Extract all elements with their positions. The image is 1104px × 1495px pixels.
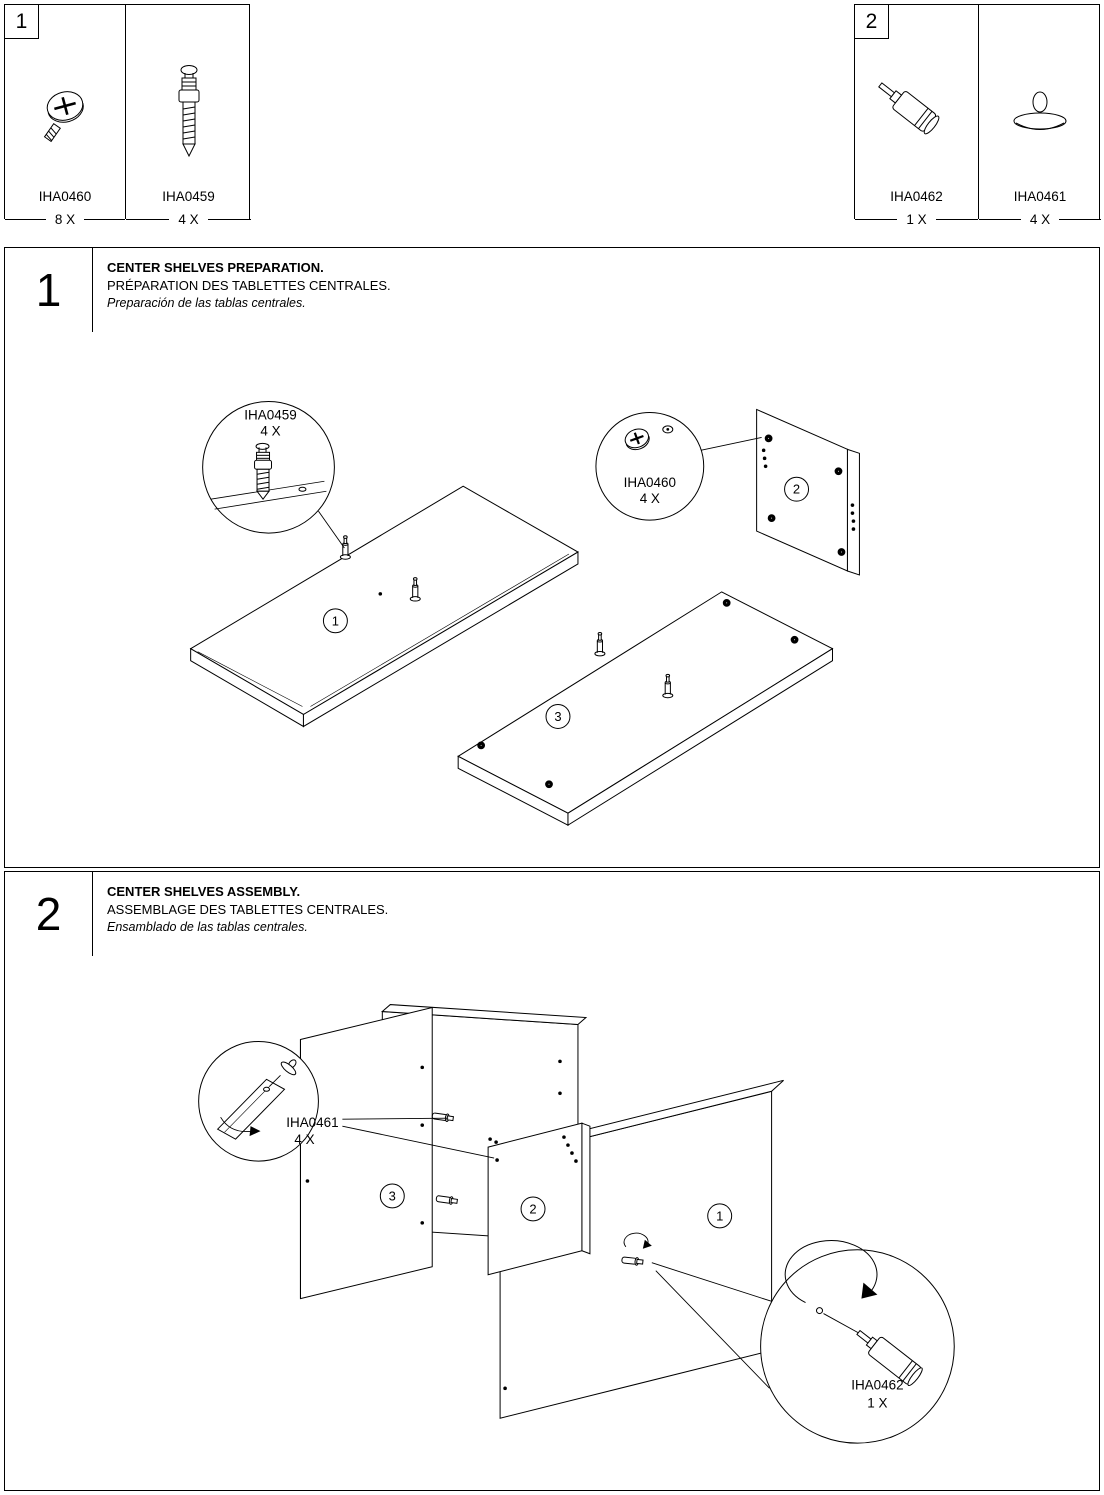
cam-knob-enlarged [280, 1059, 297, 1076]
cam-pin-on-panel-1 [621, 1232, 652, 1267]
hardware-id: IHA0462 [890, 189, 943, 204]
callout-id: IHA0461 [286, 1115, 338, 1130]
cam-lock-screw-icon [43, 91, 84, 143]
step-1-title-french: PRÉPARATION DES TABLETTES CENTRALES. [107, 278, 391, 294]
part-label-3 [545, 704, 571, 729]
side-panel-3 [299, 1006, 433, 1300]
step-2-diagram: IHA0461 4 X IHA0462 1 X 1 2 3 [198, 1004, 955, 1444]
metal-pin-icon [877, 82, 939, 135]
hardware-box-2: 2 IHA0462 [854, 4, 1101, 227]
part-label-3 [379, 1183, 405, 1209]
hardware-qty: 4 X [126, 211, 251, 227]
hardware-box-2-divider [978, 5, 979, 219]
callout-iha0462 [760, 1240, 955, 1444]
cam-lock [764, 434, 773, 443]
part-number: 3 [554, 709, 561, 724]
step-1-number: 1 [5, 248, 93, 332]
hardware-id: IHA0459 [162, 189, 215, 204]
cam-lock [722, 598, 731, 607]
hardware-id: IHA0461 [1013, 189, 1067, 204]
callout-qty: 1 X [867, 1395, 887, 1410]
step-2-title-english: CENTER SHELVES ASSEMBLY. [107, 884, 301, 899]
hardware-qty: 1 X [855, 211, 978, 227]
hardware-qty: 4 X [979, 211, 1101, 227]
cam-lock [837, 548, 846, 556]
hardware-item-iha0459: IHA0459 [126, 39, 251, 219]
hardware-id: IHA0460 [38, 189, 92, 204]
hardware-item-iha0461: IHA0461 [979, 39, 1101, 219]
callout-id: IHA0462 [851, 1377, 903, 1392]
cam-lock [790, 635, 799, 644]
hardware-box-1: 1 [4, 4, 251, 227]
step-1-panel: 1 CENTER SHELVES PREPARATION. PRÉPARATIO… [4, 247, 1100, 868]
step-2-panel: 2 CENTER SHELVES ASSEMBLY. ASSEMBLAGE DE… [4, 871, 1100, 1491]
part-label-2 [520, 1196, 546, 1222]
part-label-1 [707, 1203, 733, 1229]
step-2-title-french: ASSEMBLAGE DES TABLETTES CENTRALES. [107, 902, 389, 918]
step-1-titles: CENTER SHELVES PREPARATION. PRÉPARATION … [107, 259, 391, 313]
part-number: 1 [332, 613, 339, 628]
part-label-1 [322, 608, 348, 634]
callout-iha0461 [198, 1040, 495, 1162]
step-2-number: 2 [5, 872, 93, 956]
hardware-box-1-divider [125, 5, 126, 219]
cam-lock [834, 467, 843, 476]
dowel-on-shelf-3 [594, 631, 606, 657]
step-1-title-english: CENTER SHELVES PREPARATION. [107, 260, 324, 275]
part-label-2 [784, 476, 810, 502]
cam-knob-icon [1013, 91, 1067, 130]
shelf-panel-1 [189, 485, 579, 728]
callout-iha0459 [202, 401, 345, 549]
hardware-qty: 8 X [5, 211, 125, 227]
hardware-item-iha0462: IHA0462 [855, 39, 978, 219]
part-number: 3 [389, 1188, 396, 1203]
callout-qty: 4 X [640, 491, 660, 506]
hardware-item-iha0460: IHA0460 [5, 39, 125, 219]
callout-id: IHA0459 [244, 407, 296, 422]
cam-lock [545, 780, 553, 789]
dowel-enlarged [254, 442, 273, 501]
cam-bolt-icon [178, 65, 199, 158]
callout-qty: 4 X [260, 423, 280, 438]
cam-lock [767, 514, 776, 523]
step-2-title-spanish: Ensamblado de las tablas centrales. [107, 920, 308, 935]
callout-qty: 4 X [294, 1132, 314, 1147]
callout-id: IHA0460 [624, 475, 676, 490]
hardware-box-2-number: 2 [855, 5, 889, 39]
part-number: 2 [529, 1201, 536, 1216]
hardware-box-1-number: 1 [5, 5, 39, 39]
dowel-on-shelf-1 [339, 535, 351, 560]
step-2-titles: CENTER SHELVES ASSEMBLY. ASSEMBLAGE DES … [107, 883, 388, 937]
part-number: 1 [716, 1208, 723, 1223]
callout-iha0460 [595, 411, 762, 521]
metal-pin-enlarged [856, 1329, 923, 1387]
cam-lock [477, 741, 486, 750]
cam-screw-enlarged [624, 428, 650, 451]
shelf-panel-3 [457, 591, 834, 827]
step-1-diagram: IHA0459 4 X IHA0460 4 X 1 2 3 [189, 401, 860, 827]
step-1-title-spanish: Preparación de las tablas centrales. [107, 296, 306, 311]
part-number: 2 [793, 482, 800, 497]
